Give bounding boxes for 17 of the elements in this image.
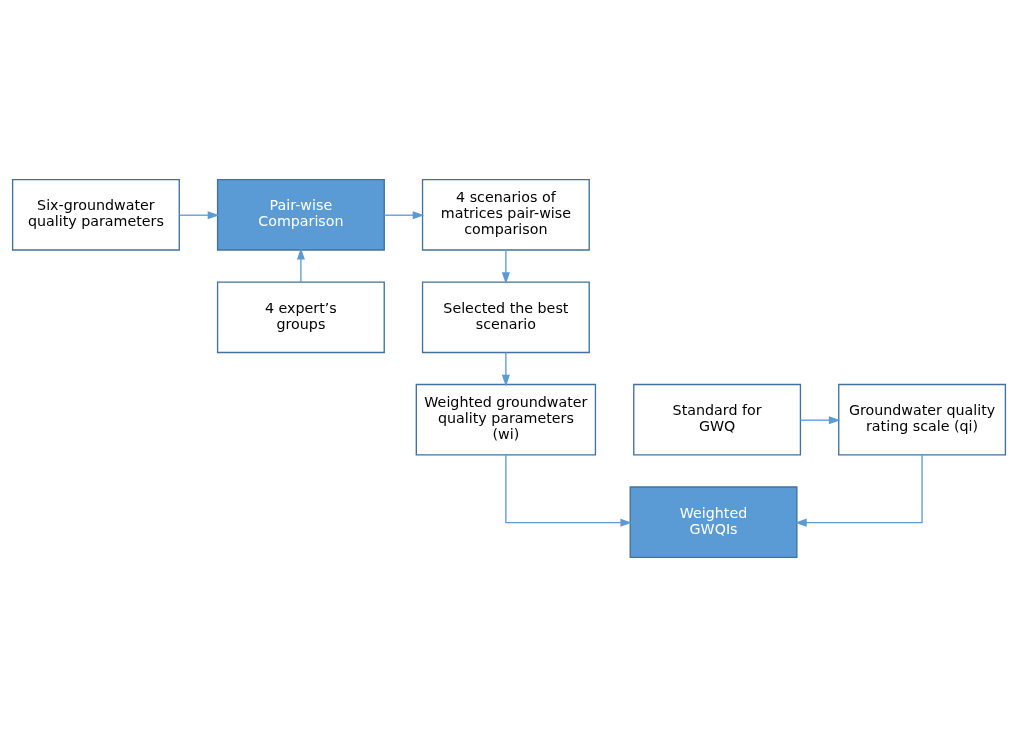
arrow	[383, 210, 425, 219]
arrow	[178, 210, 220, 219]
arrow	[799, 415, 841, 424]
node-box: Groundwater quality rating scale (qi)	[838, 383, 1007, 456]
node-box: 4 scenarios of matrices pair-wise comparison	[421, 178, 590, 251]
node-box: Selected the best scenario	[421, 280, 590, 353]
node-box: Weighted GWQIs	[629, 485, 798, 558]
node-box: Weighted groundwater quality parameters (wi)	[415, 383, 597, 456]
arrow	[795, 454, 923, 527]
node-box: 4 expert’s groups	[216, 280, 385, 353]
arrow	[296, 247, 305, 283]
arrow	[505, 454, 632, 527]
node-box: Pair-wise Comparison	[216, 178, 385, 251]
node-box: Standard for GWQ	[633, 383, 802, 456]
arrow	[501, 351, 510, 386]
node-box: Six-groundwater quality parameters	[11, 178, 180, 251]
arrow	[501, 248, 510, 284]
